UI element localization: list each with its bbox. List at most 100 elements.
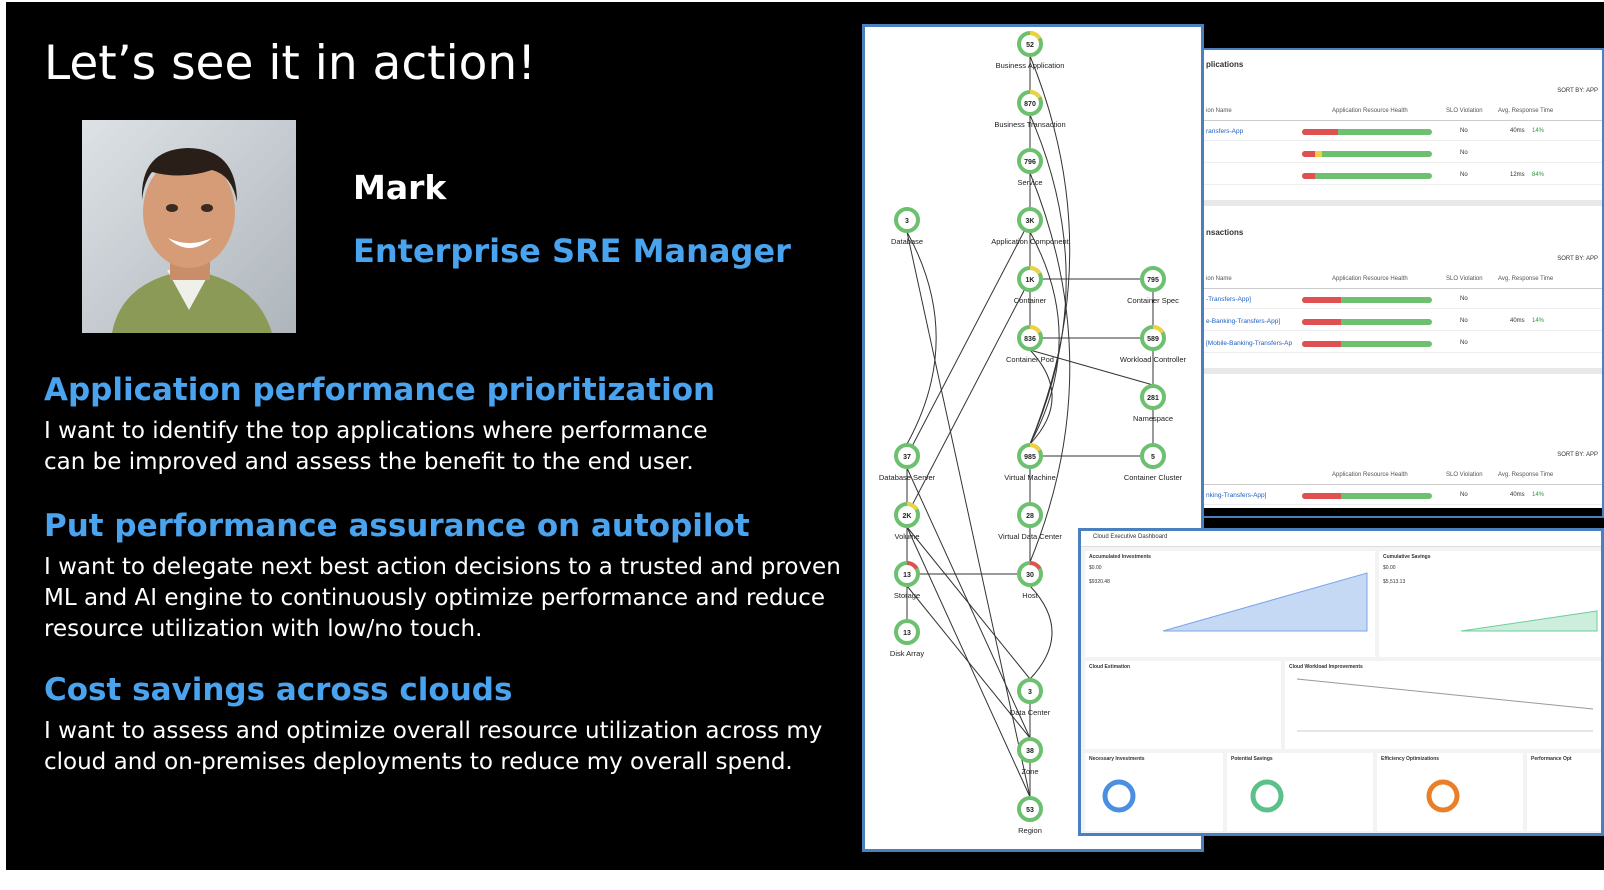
dashboard-panel: Potential Savings	[1227, 753, 1373, 831]
row-divider	[1202, 330, 1602, 331]
row-name[interactable]: ransfers-App	[1206, 128, 1244, 135]
node-status-arc	[1029, 325, 1042, 334]
column-header: Avg. Response Time	[1498, 276, 1554, 282]
slo-value: No	[1460, 492, 1468, 498]
row-name[interactable]: e-Banking-Transfers-App]	[1206, 318, 1281, 325]
column-header: Application Resource Health	[1332, 276, 1408, 282]
dashboard-panel: Accumulated Investments$0.00$9320.48	[1085, 551, 1375, 657]
health-bar-critical	[1302, 319, 1341, 325]
health-bar-critical	[1302, 493, 1341, 499]
node-value: 5	[1151, 454, 1155, 461]
node-status-arc	[1029, 266, 1042, 275]
health-bar	[1302, 151, 1432, 157]
column-header: SLO Violation	[1446, 276, 1483, 282]
row-divider	[1202, 352, 1602, 353]
node-label: Virtual Machine	[1004, 473, 1056, 482]
node-status-arc	[1152, 325, 1165, 334]
section-title: plications	[1206, 60, 1244, 69]
node-ring	[1017, 502, 1043, 528]
node-value: 589	[1147, 336, 1159, 343]
health-bar-warning	[1315, 151, 1322, 157]
dashboard-panel: Cloud Estimation	[1085, 661, 1281, 749]
node-ring	[894, 443, 920, 469]
node-ring	[1017, 678, 1043, 704]
column-header: Application Resource Health	[1332, 108, 1408, 114]
response-delta: 14%	[1532, 492, 1545, 498]
graph-edge	[1029, 231, 1060, 445]
row-divider	[1202, 162, 1602, 163]
dashboard-panel: Cloud Workload Improvements	[1285, 661, 1601, 749]
persona-role: Enterprise SRE Manager	[353, 232, 791, 270]
section-autopilot: Put performance assurance on autopilot I…	[44, 506, 864, 645]
node-label: Host	[1022, 591, 1038, 600]
slide: Let’s see it in action! Mark Enterprise …	[6, 2, 1604, 870]
dashboard-panel: Efficiency Optimizations	[1377, 753, 1523, 831]
sort-label[interactable]: SORT BY: APP	[1557, 452, 1598, 458]
dashboard-panel: Cumulative Savings$0.00$5,513.13	[1379, 551, 1601, 657]
node-label: Container Spec	[1127, 296, 1179, 305]
health-bar-critical	[1302, 129, 1339, 135]
row-name[interactable]: -Transfers-App]	[1206, 296, 1251, 303]
sort-label[interactable]: SORT BY: APP	[1557, 88, 1598, 94]
section-text: I want to identify the top applications …	[44, 418, 708, 475]
health-bar-critical	[1302, 151, 1315, 157]
node-label: Business Transaction	[994, 120, 1065, 129]
slo-value: No	[1460, 150, 1468, 156]
node-status-arc	[906, 502, 919, 511]
panel-title: Efficiency Optimizations	[1381, 756, 1440, 762]
node-ring	[894, 619, 920, 645]
node-value: 53	[1026, 807, 1034, 814]
dashboard-header: Cloud Executive Dashboard	[1081, 531, 1601, 547]
panel-graphic	[1426, 779, 1460, 813]
row-divider	[1202, 140, 1602, 141]
row-name[interactable]: [Mobile-Banking-Transfers-Ap	[1206, 340, 1293, 347]
node-value: 13	[903, 572, 911, 579]
row-name[interactable]: nking-Transfers-App]	[1206, 492, 1267, 499]
node-ring	[1140, 443, 1166, 469]
column-header: Avg. Response Time	[1498, 472, 1554, 478]
panel-graphic	[1460, 610, 1598, 632]
column-header: Application Resource Health	[1332, 472, 1408, 478]
section-heading: Cost savings across clouds	[44, 672, 513, 708]
panel-graphic	[1527, 753, 1601, 831]
panel-title: Cloud Estimation	[1089, 664, 1131, 670]
section-heading: Put performance assurance on autopilot	[44, 508, 750, 544]
column-header: ion Name	[1206, 276, 1232, 282]
section-title: nsactions	[1206, 228, 1244, 237]
panel-graphic	[1102, 779, 1136, 813]
node-value: 985	[1024, 454, 1036, 461]
node-ring	[1017, 207, 1043, 233]
dashboard-panel: Performance Opt	[1527, 753, 1601, 831]
panel-title: Cloud Workload Improvements	[1289, 664, 1363, 670]
response-time: 40ms	[1510, 492, 1525, 498]
section-text: I want to delegate next best action deci…	[44, 554, 841, 642]
node-label: Workload Controller	[1120, 355, 1187, 364]
response-time: 12ms	[1510, 172, 1525, 178]
graph-edge	[1029, 55, 1071, 445]
scroll-area	[1202, 200, 1602, 206]
graph-edge	[1029, 585, 1053, 680]
sort-label[interactable]: SORT BY: APP	[1557, 256, 1598, 262]
node-ring	[1017, 737, 1043, 763]
